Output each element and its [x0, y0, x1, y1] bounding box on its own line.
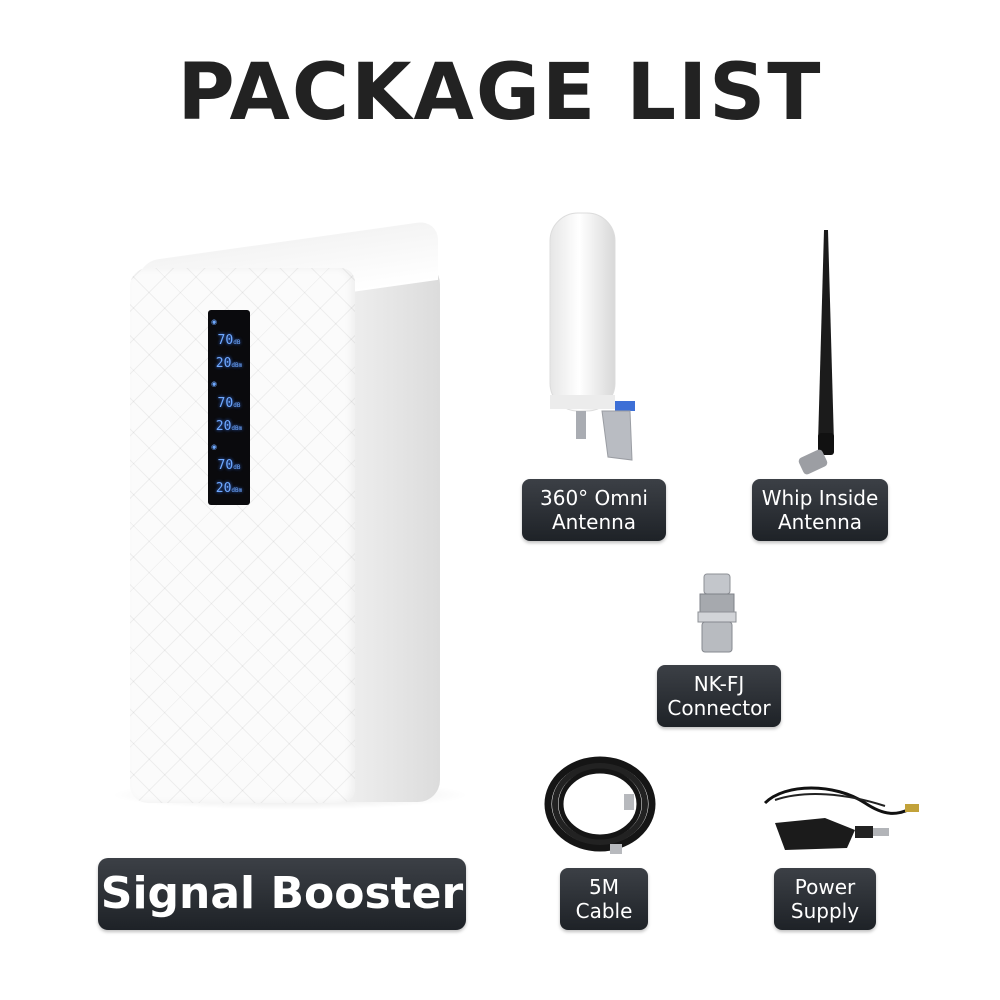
whip-antenna-image [798, 230, 834, 475]
connector-image [697, 573, 737, 653]
omni-antenna-image [549, 212, 635, 461]
power-supply-image [763, 786, 919, 850]
page-title: PACKAGE LIST [177, 48, 823, 138]
cable-image [544, 756, 656, 854]
lcd-display: ◉ 70dB 20dBm ◉ 70dB 20dBm ◉ 70dB 20dBm [208, 310, 250, 505]
signal-booster-label: Signal Booster [98, 858, 466, 930]
